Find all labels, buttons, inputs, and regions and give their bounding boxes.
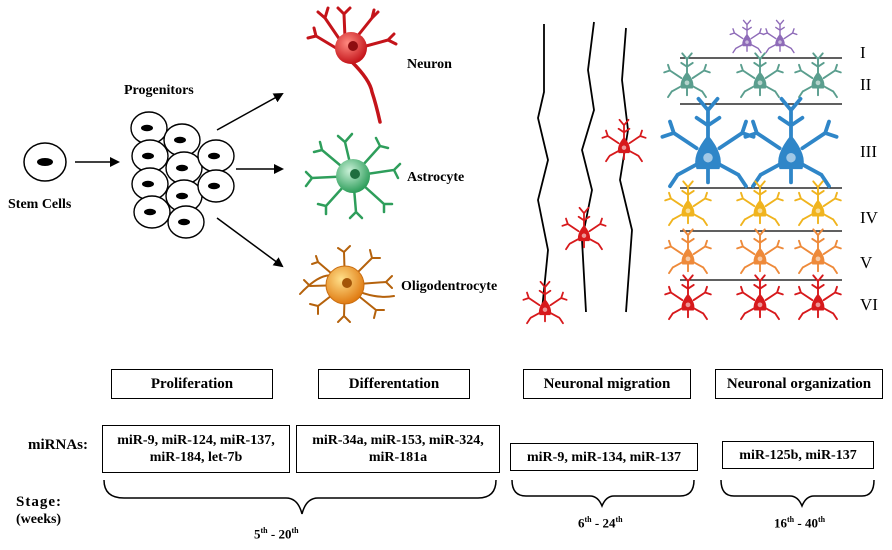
stem-cells-label: Stem Cells xyxy=(8,197,72,212)
stage-title-differentiation: Differentation xyxy=(318,369,470,399)
mirna-box-neuronal-organization: miR-125b, miR-137 xyxy=(722,441,874,469)
layer-label: VI xyxy=(860,295,878,314)
stage-title-neuronal-organization: Neuronal organization xyxy=(715,369,883,399)
cortical-neuron xyxy=(762,19,798,54)
weeks-label: (weeks) xyxy=(16,512,62,527)
layer-label: V xyxy=(860,253,873,272)
period-start-sup: th xyxy=(260,526,268,535)
cortical-neuron xyxy=(736,274,784,321)
period-end: 40 xyxy=(804,515,818,531)
stage-label: Stage: xyxy=(16,494,62,510)
layer-label: III xyxy=(860,142,877,161)
migrating-neuron xyxy=(522,280,568,325)
astrocyte-cell xyxy=(304,132,402,220)
layer-label: IV xyxy=(860,208,879,227)
cortical-neuron xyxy=(736,52,784,99)
period-organization: 16th - 40th xyxy=(774,515,825,531)
progenitor-cell xyxy=(197,169,235,203)
mirna-line: miR-34a, miR-153, miR-324, xyxy=(312,433,484,448)
mirna-box-differentiation: miR-34a, miR-153, miR-324, miR-181a xyxy=(296,425,500,473)
cortical-neuron xyxy=(729,19,765,54)
mirna-line: miR-184, let-7b xyxy=(149,450,243,465)
stage-title-text: Proliferation xyxy=(150,375,234,392)
cortical-neuron xyxy=(743,96,839,189)
cortical-neuron xyxy=(660,96,756,189)
period-start: 5 xyxy=(254,526,261,542)
period-start: 6 xyxy=(578,515,585,531)
progenitor-cell xyxy=(131,139,169,173)
stage-title-neuronal-migration: Neuronal migration xyxy=(523,369,691,399)
layer-label: I xyxy=(860,43,866,62)
migrating-neuron xyxy=(601,118,647,163)
progenitor-cell xyxy=(167,205,205,239)
migrating-neuron xyxy=(561,206,607,251)
stage-title-proliferation: Proliferation xyxy=(111,369,273,399)
progenitor-cell xyxy=(197,139,235,173)
migrating-neurons xyxy=(522,118,647,325)
cortical-neuron xyxy=(664,274,712,321)
period-start: 16 xyxy=(774,515,787,531)
mirnas-label: miRNAs: xyxy=(28,437,88,453)
progenitors-label: Progenitors xyxy=(124,83,194,98)
progenitor-cells xyxy=(130,111,235,239)
period-early: 5th - 20th xyxy=(254,526,299,542)
cortical-neuron xyxy=(663,52,711,99)
stem-cell xyxy=(23,142,67,182)
period-end-sup: th xyxy=(817,515,826,524)
mirna-line: miR-9, miR-134, miR-137 xyxy=(527,449,681,465)
cortical-neuron xyxy=(794,180,842,227)
progenitor-cell xyxy=(131,167,169,201)
period-migration: 6th - 24th xyxy=(578,515,623,531)
neuron-label: Neuron xyxy=(407,57,452,72)
period-sep: - xyxy=(794,515,805,531)
astrocyte-label: Astrocyte xyxy=(407,170,464,185)
progenitor-cell xyxy=(163,123,201,157)
progenitor-cell xyxy=(130,111,168,145)
cortical-neuron xyxy=(736,180,784,227)
oligodendrocyte-cell xyxy=(299,245,395,323)
mirna-line: miR-181a xyxy=(368,450,428,465)
cortical-neuron xyxy=(736,228,784,275)
progenitor-cell xyxy=(165,151,203,185)
period-sep: - xyxy=(267,526,279,542)
stage-title-text: Differentation xyxy=(348,375,440,392)
mirna-line: miR-125b, miR-137 xyxy=(739,447,857,463)
cortical-neuron xyxy=(664,228,712,275)
stage-title-text: Neuronal migration xyxy=(543,375,671,392)
cortical-neuron xyxy=(794,228,842,275)
period-end: 20 xyxy=(278,526,292,542)
oligodendrocyte-label: Oligodentrocyte xyxy=(401,279,497,294)
progenitor-cell xyxy=(133,195,171,229)
progenitor-cell xyxy=(165,179,203,213)
radial-glia-fibers xyxy=(537,21,633,313)
mirna-box-proliferation: miR-9, miR-124, miR-137, miR-184, let-7b xyxy=(102,425,290,473)
mirna-line: miR-9, miR-124, miR-137, xyxy=(117,433,275,448)
arrow-to-oligodendrocyte xyxy=(216,217,284,268)
arrow-to-neuron xyxy=(216,93,284,131)
period-start-sup: th xyxy=(584,515,592,524)
cortical-neuron xyxy=(794,274,842,321)
layer-label: II xyxy=(860,75,872,94)
mirna-box-neuronal-migration: miR-9, miR-134, miR-137 xyxy=(510,443,698,471)
period-end-sup: th xyxy=(615,515,623,524)
cortical-neuron xyxy=(794,52,842,99)
neuron-cell xyxy=(306,6,398,124)
cortical-neuron xyxy=(664,180,712,227)
stage-title-text: Neuronal organization xyxy=(726,375,872,392)
period-start-sup: th xyxy=(787,515,795,524)
period-end-sup: th xyxy=(291,526,299,535)
period-end: 24 xyxy=(602,515,616,531)
period-sep: - xyxy=(591,515,603,531)
